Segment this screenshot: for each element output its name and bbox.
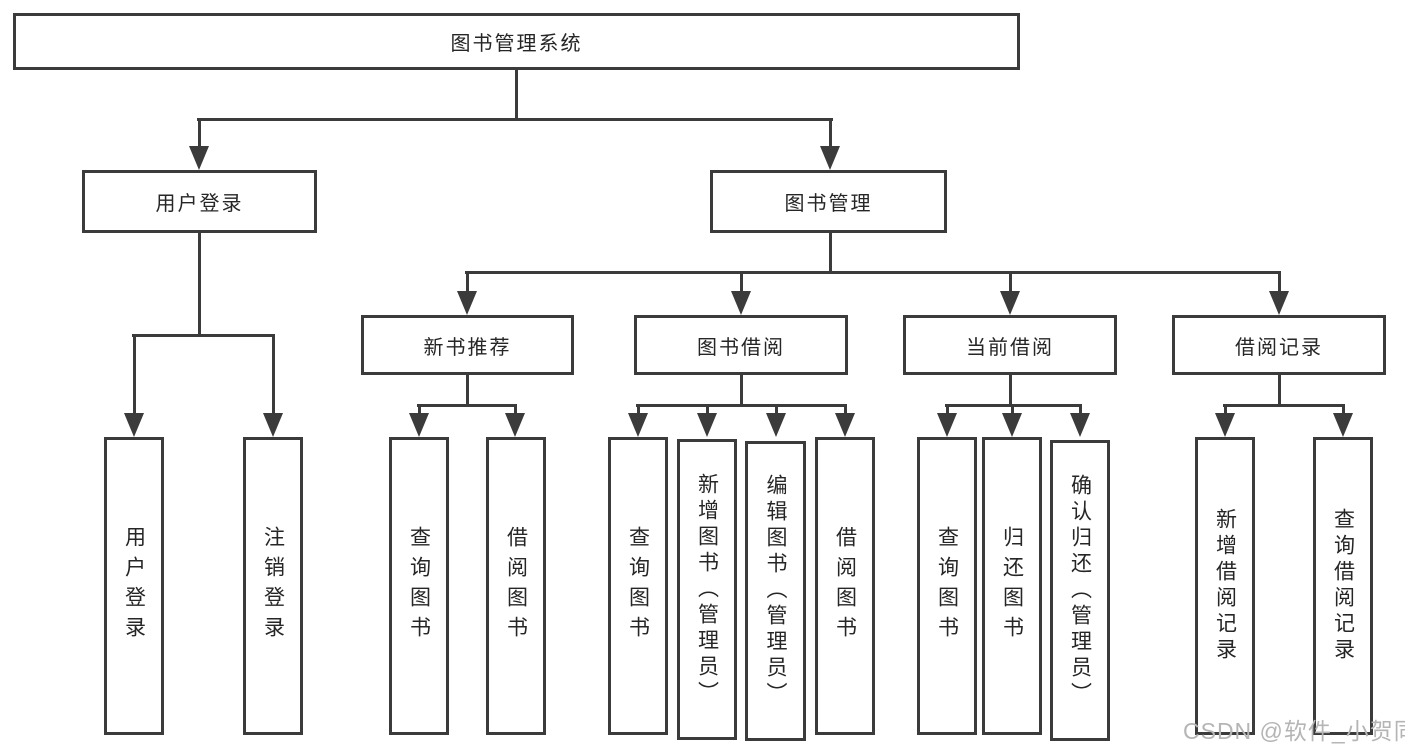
node-borrow-records-label: 借阅记录 bbox=[1235, 336, 1323, 359]
arrow-down-icon bbox=[697, 413, 717, 437]
connector-stub bbox=[1342, 404, 1345, 415]
leaf-return-books-label: 归还图书 bbox=[1000, 526, 1024, 646]
arrow-down-icon bbox=[124, 413, 144, 437]
connector-stub bbox=[1079, 404, 1082, 415]
arrow-down-icon bbox=[457, 291, 477, 315]
arrow-down-icon bbox=[1002, 413, 1022, 437]
connector-current-borrow-trunk bbox=[1009, 375, 1012, 406]
node-book-management: 图书管理 bbox=[710, 170, 947, 233]
connector-stub-leaf-user-login bbox=[133, 334, 136, 417]
connector-stub bbox=[844, 404, 847, 415]
arrow-down-icon bbox=[628, 413, 648, 437]
arrow-down-icon bbox=[766, 413, 786, 437]
arrow-down-icon bbox=[1070, 413, 1090, 437]
node-user-login-label: 用户登录 bbox=[155, 193, 244, 215]
leaf-query-borrow-record: 查询借阅记录 bbox=[1313, 437, 1373, 735]
connector-stub bbox=[637, 404, 640, 415]
leaf-confirm-return-admin-label: 确认归还（管理员） bbox=[1068, 473, 1092, 708]
leaf-current-query-books: 查询图书 bbox=[917, 437, 977, 735]
connector-user-login-crossbar bbox=[132, 334, 275, 337]
arrow-down-icon bbox=[820, 146, 840, 170]
leaf-recommend-borrow-books: 借阅图书 bbox=[486, 437, 546, 735]
leaf-recommend-query-books-label: 查询图书 bbox=[407, 526, 431, 646]
leaf-borrow-books: 借阅图书 bbox=[815, 437, 875, 735]
csdn-watermark: CSDN @软件_小贺同学 bbox=[1183, 718, 1405, 744]
arrow-down-icon bbox=[505, 413, 525, 437]
arrow-down-icon bbox=[1215, 413, 1235, 437]
leaf-user-login-label: 用户登录 bbox=[122, 526, 146, 646]
leaf-borrow-query-books-label: 查询图书 bbox=[626, 526, 650, 646]
connector-root-trunk bbox=[515, 70, 518, 119]
arrow-down-icon bbox=[263, 413, 283, 437]
leaf-recommend-borrow-books-label: 借阅图书 bbox=[504, 526, 528, 646]
node-library-management-system: 图书管理系统 bbox=[13, 13, 1020, 70]
connector-stub-leaf-logout bbox=[272, 334, 275, 417]
arrow-down-icon bbox=[409, 413, 429, 437]
connector-book-management-trunk bbox=[829, 233, 832, 273]
leaf-logout: 注销登录 bbox=[243, 437, 303, 735]
arrow-down-icon bbox=[1333, 413, 1353, 437]
node-library-management-system-label: 图书管理系统 bbox=[450, 33, 583, 55]
connector-stub bbox=[514, 404, 517, 415]
leaf-add-books-admin-label: 新增图书（管理员） bbox=[695, 472, 719, 707]
connector-stub-borrow-records bbox=[1278, 271, 1281, 295]
leaf-add-borrow-record-label: 新增借阅记录 bbox=[1213, 508, 1237, 664]
connector-book-borrow-trunk bbox=[740, 375, 743, 406]
arrow-down-icon bbox=[1269, 291, 1289, 315]
connector-stub-book-borrow bbox=[740, 271, 743, 295]
node-new-book-recommend: 新书推荐 bbox=[361, 315, 574, 375]
arrow-down-icon bbox=[731, 291, 751, 315]
connector-stub bbox=[1011, 404, 1014, 415]
node-book-management-label: 图书管理 bbox=[784, 193, 873, 215]
node-borrow-records: 借阅记录 bbox=[1172, 315, 1386, 375]
leaf-recommend-query-books: 查询图书 bbox=[389, 437, 449, 735]
leaf-user-login: 用户登录 bbox=[104, 437, 164, 735]
connector-stub-user-login bbox=[198, 118, 201, 150]
connector-borrow-records-trunk bbox=[1278, 375, 1281, 406]
node-new-book-recommend-label: 新书推荐 bbox=[423, 336, 512, 359]
connector-borrow-records-crossbar bbox=[1223, 404, 1345, 407]
connector-stub bbox=[1224, 404, 1227, 415]
connector-user-login-trunk bbox=[198, 233, 201, 335]
arrow-down-icon bbox=[1000, 291, 1020, 315]
leaf-add-books-admin: 新增图书（管理员） bbox=[677, 439, 737, 740]
leaf-add-borrow-record: 新增借阅记录 bbox=[1195, 437, 1255, 735]
connector-book-management-crossbar bbox=[465, 271, 1281, 274]
node-current-borrow-label: 当前借阅 bbox=[966, 336, 1054, 359]
connector-stub bbox=[775, 404, 778, 415]
leaf-borrow-books-label: 借阅图书 bbox=[833, 526, 857, 646]
node-book-borrow: 图书借阅 bbox=[634, 315, 848, 375]
arrow-down-icon bbox=[835, 413, 855, 437]
node-current-borrow: 当前借阅 bbox=[903, 315, 1117, 375]
arrow-down-icon bbox=[937, 413, 957, 437]
connector-book-borrow-crossbar bbox=[636, 404, 847, 407]
leaf-return-books: 归还图书 bbox=[982, 437, 1042, 735]
connector-stub-current-borrow bbox=[1009, 271, 1012, 295]
connector-stub bbox=[418, 404, 421, 415]
connector-new-book-recommend-crossbar bbox=[417, 404, 517, 407]
leaf-edit-books-admin: 编辑图书（管理员） bbox=[745, 441, 806, 741]
arrow-down-icon bbox=[189, 146, 209, 170]
connector-root-crossbar bbox=[197, 118, 833, 121]
leaf-confirm-return-admin: 确认归还（管理员） bbox=[1050, 440, 1110, 741]
leaf-logout-label: 注销登录 bbox=[261, 526, 285, 646]
connector-stub-new-book-recommend bbox=[466, 271, 469, 295]
leaf-edit-books-admin-label: 编辑图书（管理员） bbox=[764, 474, 787, 708]
connector-stub bbox=[706, 404, 709, 415]
connector-stub-book-management bbox=[829, 118, 832, 150]
connector-new-book-recommend-trunk bbox=[466, 375, 469, 406]
node-book-borrow-label: 图书借阅 bbox=[697, 336, 785, 359]
leaf-current-query-books-label: 查询图书 bbox=[935, 526, 959, 646]
node-user-login: 用户登录 bbox=[82, 170, 317, 233]
connector-stub bbox=[946, 404, 949, 415]
leaf-query-borrow-record-label: 查询借阅记录 bbox=[1331, 508, 1355, 664]
leaf-borrow-query-books: 查询图书 bbox=[608, 437, 668, 735]
